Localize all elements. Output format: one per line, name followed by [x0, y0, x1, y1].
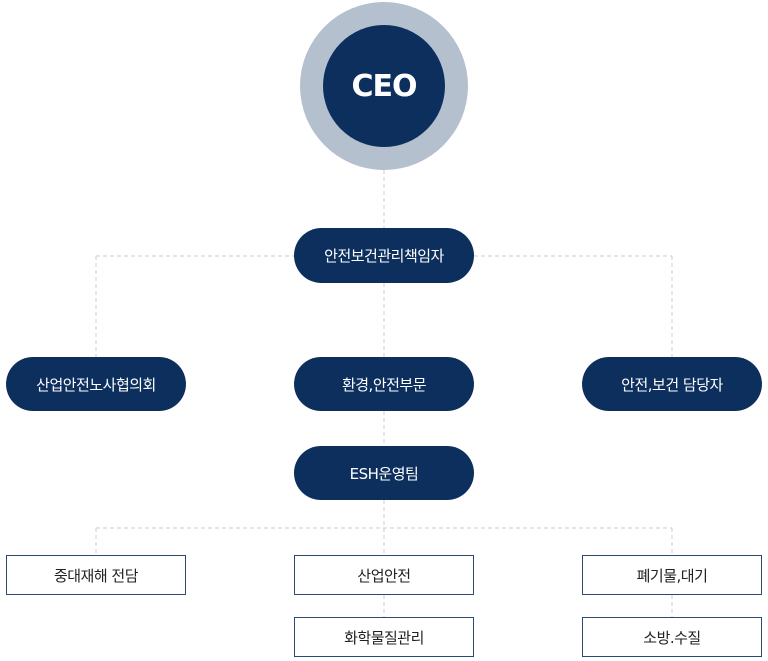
safety-health-officer-node: 안전,보건 담당자	[582, 357, 762, 411]
unit-box-industrial-safety: 산업안전	[294, 555, 474, 595]
environment-safety-division-node: 환경,안전부문	[294, 357, 474, 411]
unit-box-chemical-management: 화학물질관리	[294, 617, 474, 657]
ceo-node: CEO	[323, 25, 445, 147]
unit-box-serious-accident: 중대재해 전담	[6, 555, 186, 595]
labor-management-council-node: 산업안전노사협의회	[6, 357, 186, 411]
esh-team-node: ESH운영팀	[294, 446, 474, 500]
unit-box-fire-water: 소방.수질	[582, 617, 762, 657]
unit-box-waste-air: 폐기물,대기	[582, 555, 762, 595]
safety-health-manager-node: 안전보건관리책임자	[294, 228, 474, 283]
